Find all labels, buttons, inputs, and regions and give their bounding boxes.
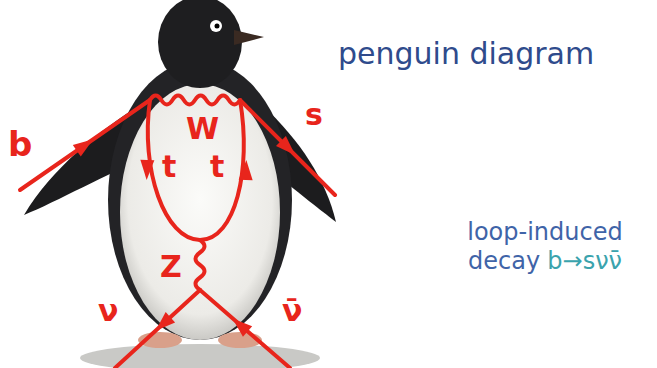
particle-label: s [305, 98, 323, 131]
penguin-back [108, 60, 292, 340]
heading: penguin diagram [338, 36, 594, 71]
penguin-eye [215, 24, 220, 29]
particle-label: t [210, 150, 224, 183]
neutrino-line [115, 290, 200, 368]
decay-formula: b→sνν̄ [547, 247, 622, 276]
penguin-eye-ring [210, 20, 222, 32]
penguin-belly [120, 84, 280, 340]
b-quark-line [20, 100, 150, 190]
arrowhead [276, 136, 300, 160]
w-boson-line [150, 96, 240, 105]
penguin-beak [234, 30, 264, 45]
arrowhead [228, 313, 252, 337]
arrowhead [73, 134, 97, 157]
particle-label: t [162, 150, 176, 183]
arrowhead [140, 160, 155, 180]
particle-label: ν̄ [282, 294, 302, 327]
particle-label: b [8, 126, 32, 163]
antineutrino-line [200, 290, 290, 368]
penguin-head [158, 0, 242, 88]
arrowhead [151, 312, 175, 336]
particle-label: W [186, 112, 219, 145]
caption-block: loop-induced decayb→sνν̄ [440, 218, 650, 276]
particle-label: Z [160, 250, 182, 283]
z-boson-line [196, 240, 205, 290]
particle-label: ν [98, 294, 118, 327]
arrowhead [239, 160, 254, 180]
top-quark-loop [148, 100, 244, 240]
